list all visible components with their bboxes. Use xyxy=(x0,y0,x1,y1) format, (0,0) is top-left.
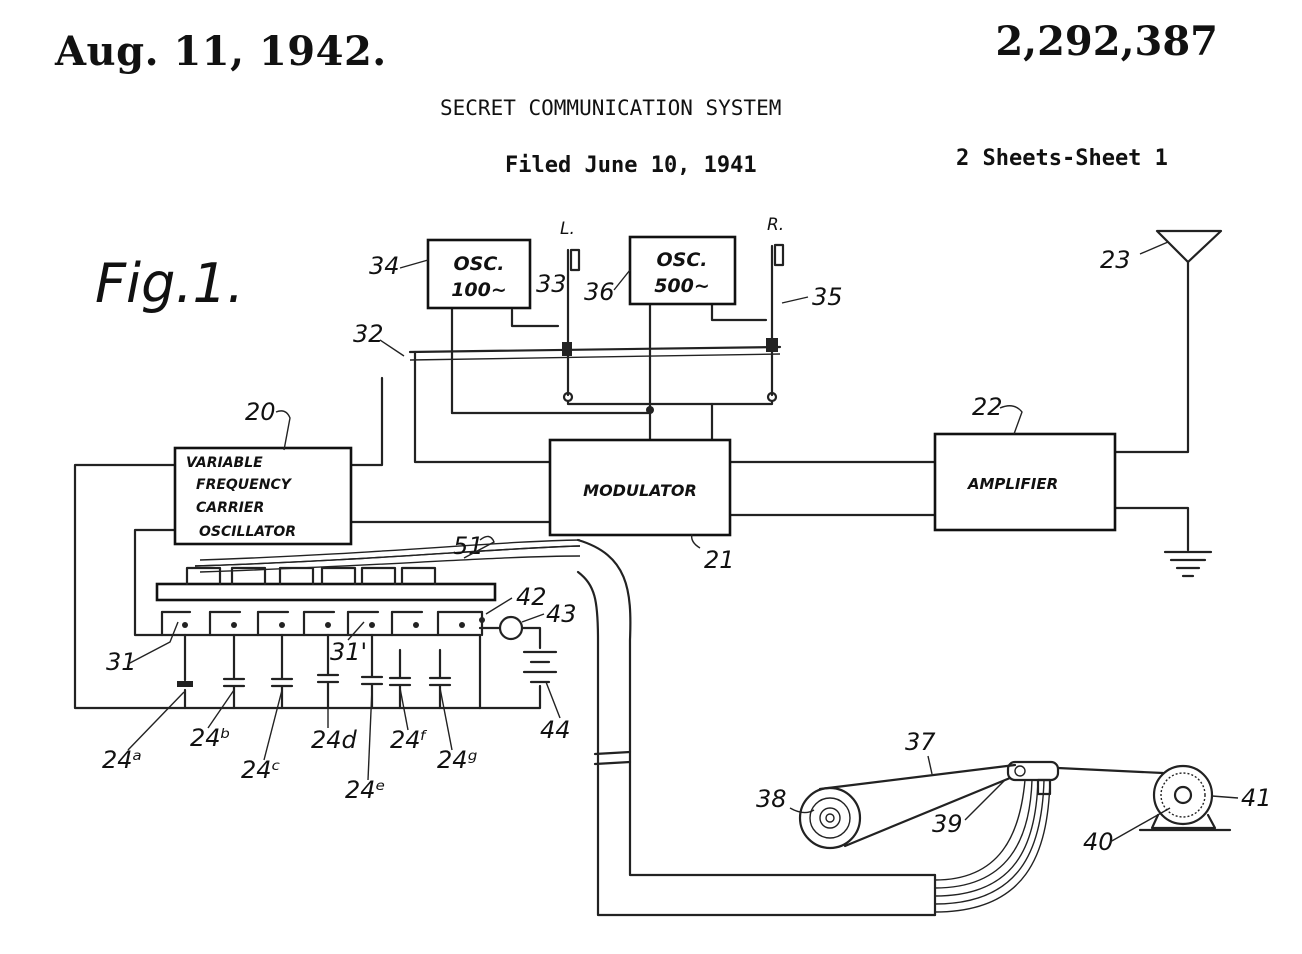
svg-text:23: 23 xyxy=(1100,246,1131,274)
block-amplifier: AMPLIFIER xyxy=(933,432,1117,532)
svg-text:44: 44 xyxy=(540,716,571,744)
cable-51 xyxy=(194,538,1051,917)
svg-text:24ᶠ: 24ᶠ xyxy=(390,726,428,754)
svg-text:100~: 100~ xyxy=(451,279,507,301)
svg-text:34: 34 xyxy=(369,252,400,280)
svg-text:FREQUENCY: FREQUENCY xyxy=(196,477,293,493)
svg-text:42: 42 xyxy=(516,583,547,611)
svg-text:AMPLIFIER: AMPLIFIER xyxy=(967,475,1058,493)
patent-title: SECRET COMMUNICATION SYSTEM xyxy=(440,96,782,120)
svg-text:R.: R. xyxy=(767,215,784,235)
filed-date: Filed June 10, 1941 xyxy=(505,153,757,178)
block-carrier-oscillator: VARIABLE FREQUENCY CARRIER OSCILLATOR xyxy=(173,446,353,546)
figure-label: Fig.1. xyxy=(95,252,244,315)
svg-text:24d: 24d xyxy=(311,726,358,754)
svg-text:21: 21 xyxy=(704,546,735,574)
svg-text:37: 37 xyxy=(905,728,936,756)
tape-mechanism xyxy=(798,760,1232,850)
patent-date: Aug. 11, 1942. xyxy=(55,28,387,75)
svg-text:24ᵃ: 24ᵃ xyxy=(102,746,142,774)
svg-text:24ᵍ: 24ᵍ xyxy=(437,746,478,774)
svg-text:OSC.: OSC. xyxy=(657,249,708,271)
sheet-count: 2 Sheets-Sheet 1 xyxy=(956,146,1168,171)
svg-text:24ᵉ: 24ᵉ xyxy=(345,776,386,804)
svg-text:43: 43 xyxy=(546,600,577,628)
svg-text:MODULATOR: MODULATOR xyxy=(583,481,697,500)
svg-text:22: 22 xyxy=(972,393,1003,421)
block-modulator: MODULATOR xyxy=(548,438,732,537)
circuit-wires xyxy=(73,229,1223,710)
svg-text:OSC.: OSC. xyxy=(454,253,505,275)
svg-text:OSCILLATOR: OSCILLATOR xyxy=(199,524,296,540)
svg-text:31': 31' xyxy=(330,638,367,666)
svg-text:40: 40 xyxy=(1083,828,1114,856)
svg-text:39: 39 xyxy=(932,810,963,838)
svg-text:36: 36 xyxy=(584,278,615,306)
switch-knobs: L. R. xyxy=(560,215,784,356)
svg-text:38: 38 xyxy=(756,785,787,813)
block-osc-500: OSC. 500~ xyxy=(628,235,737,306)
svg-text:33: 33 xyxy=(536,270,567,298)
svg-text:41: 41 xyxy=(1241,784,1272,812)
svg-text:24ᶜ: 24ᶜ xyxy=(241,756,281,784)
patent-number: 2,292,387 xyxy=(995,18,1218,65)
svg-text:L.: L. xyxy=(560,219,575,239)
block-osc-100: OSC. 100~ xyxy=(426,238,532,310)
reference-numerals: 20 21 22 23 31 31' 32 33 34 35 36 37 38 … xyxy=(102,241,1272,856)
svg-text:24ᵇ: 24ᵇ xyxy=(190,724,231,752)
svg-text:32: 32 xyxy=(353,320,384,348)
relay-bank xyxy=(155,566,497,710)
svg-text:35: 35 xyxy=(812,283,843,311)
svg-text:CARRIER: CARRIER xyxy=(196,500,264,516)
svg-text:20: 20 xyxy=(245,398,276,426)
svg-text:VARIABLE: VARIABLE xyxy=(186,455,263,471)
svg-text:500~: 500~ xyxy=(654,275,710,297)
